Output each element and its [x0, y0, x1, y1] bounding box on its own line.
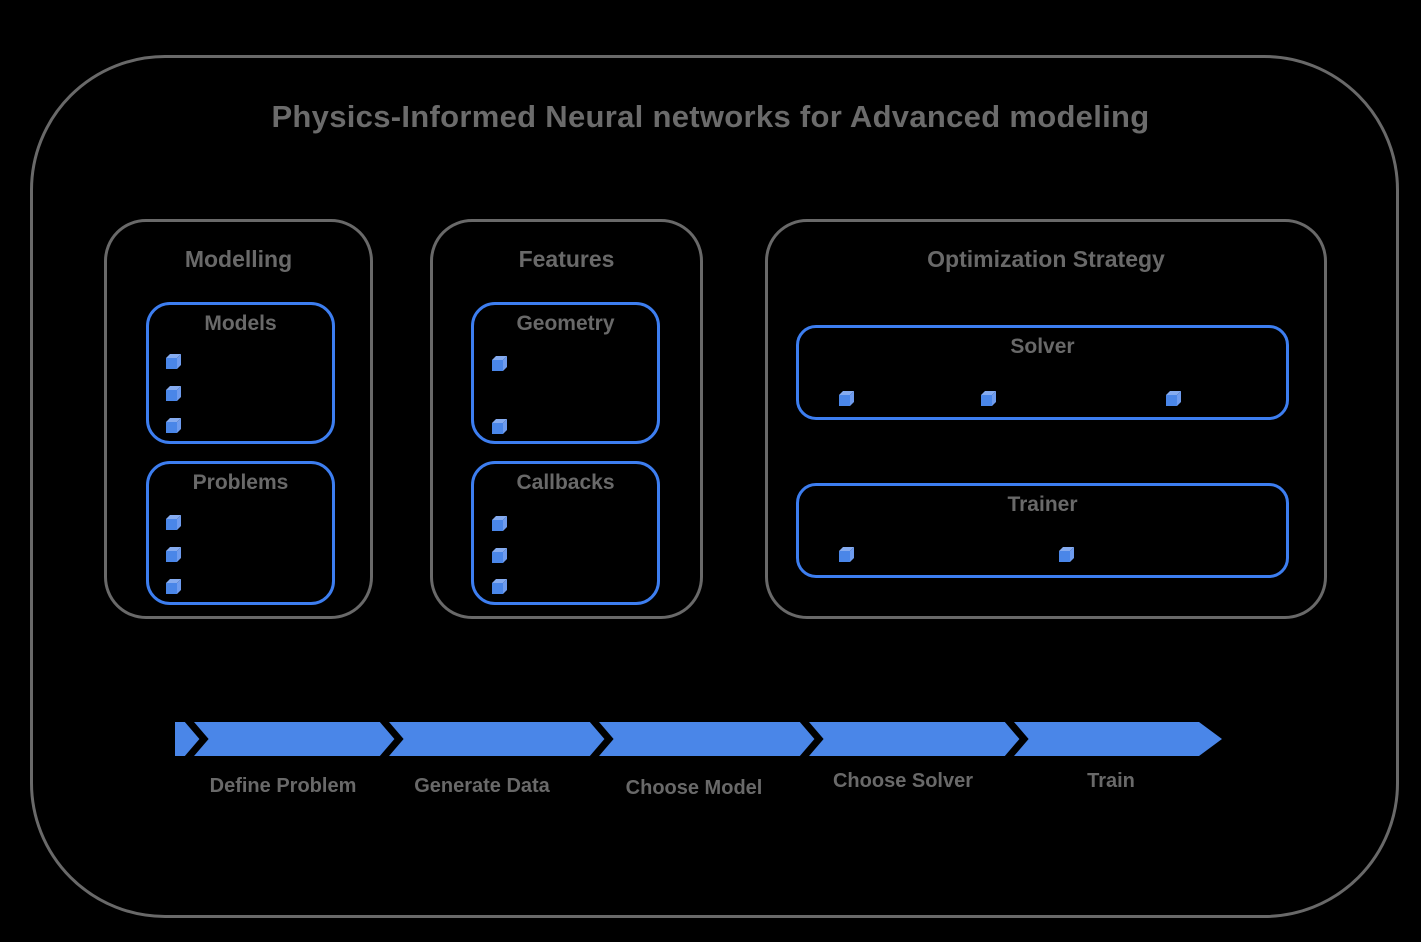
pipeline-arrow	[175, 715, 1222, 763]
group-geometry: Geometry	[471, 302, 660, 444]
cube-icon	[839, 547, 854, 562]
cube-icon	[492, 548, 507, 563]
cube-icon	[166, 579, 181, 594]
group-problems-title: Problems	[192, 471, 289, 494]
step-label-define-problem: Define Problem	[209, 775, 357, 797]
group-models-title: Models	[204, 312, 277, 335]
section-modelling: Modelling Models Problems	[104, 219, 373, 619]
cube-icon	[981, 391, 996, 406]
page-title: Physics-Informed Neural networks for Adv…	[271, 99, 1150, 134]
cube-icon	[166, 418, 181, 433]
cube-icon	[492, 516, 507, 531]
group-models: Models	[146, 302, 335, 444]
cube-icon	[166, 547, 181, 562]
section-features: Features Geometry Callbacks	[430, 219, 703, 619]
section-optimization-title: Optimization Strategy	[927, 246, 1165, 272]
section-optimization-strategy: Optimization Strategy Solver Trainer	[765, 219, 1327, 619]
group-solver-title: Solver	[1010, 335, 1075, 358]
cube-icon	[1059, 547, 1074, 562]
step-label-train: Train	[1087, 770, 1135, 792]
group-callbacks: Callbacks	[471, 461, 660, 605]
group-solver: Solver	[796, 325, 1289, 420]
step-label-generate-data: Generate Data	[414, 775, 550, 797]
step-label-choose-solver: Choose Solver	[832, 770, 974, 792]
cube-icon	[492, 356, 507, 371]
group-trainer-title: Trainer	[1007, 493, 1078, 516]
cube-icon	[1166, 391, 1181, 406]
cube-icon	[492, 419, 507, 434]
section-modelling-title: Modelling	[184, 246, 293, 272]
group-trainer: Trainer	[796, 483, 1289, 578]
cube-icon	[166, 386, 181, 401]
group-geometry-title: Geometry	[516, 312, 615, 335]
cube-icon	[839, 391, 854, 406]
group-problems: Problems	[146, 461, 335, 605]
outer-frame	[30, 55, 1399, 918]
group-callbacks-title: Callbacks	[516, 471, 615, 494]
section-features-title: Features	[518, 246, 615, 272]
cube-icon	[166, 515, 181, 530]
step-label-choose-model: Choose Model	[625, 777, 763, 799]
cube-icon	[166, 354, 181, 369]
cube-icon	[492, 579, 507, 594]
